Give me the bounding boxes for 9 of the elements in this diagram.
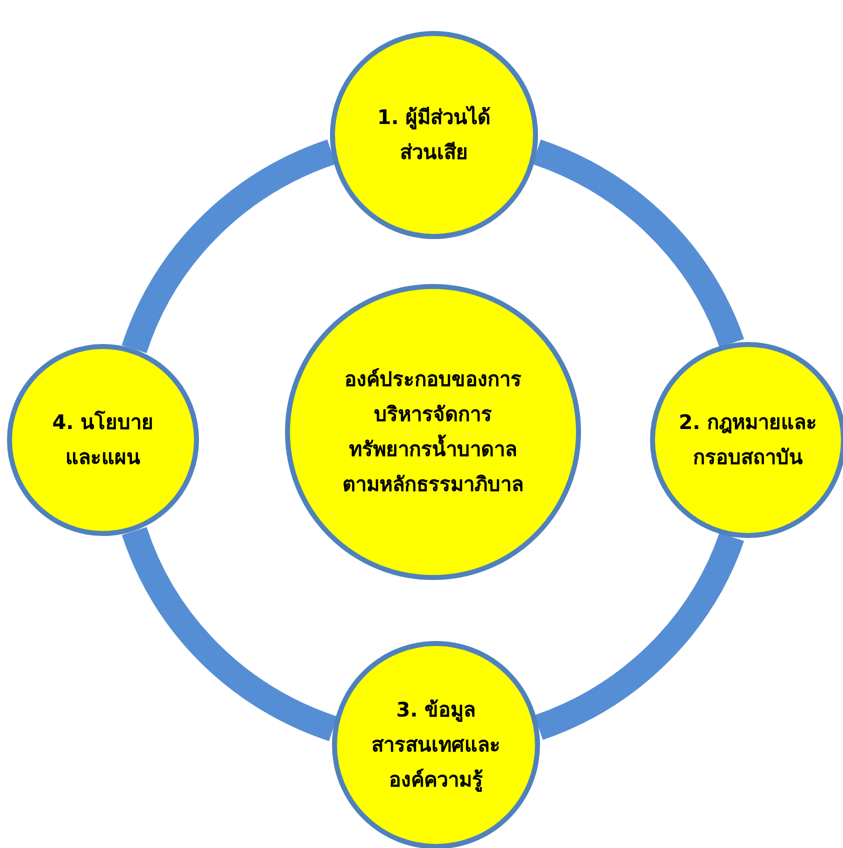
ring-arc <box>534 532 744 740</box>
node-label: องค์ประกอบของการบริหารจัดการทรัพยากรน้ำบาดาลตามหลักธรรมาภิบาล <box>342 366 524 498</box>
node-label: 4. นโยบายและแผน <box>51 409 155 471</box>
ring-arc <box>532 140 744 348</box>
node-label: 3. ข้อมูลสารสนเทศและองค์ความรู้ <box>370 696 502 794</box>
ring-arc <box>122 140 336 354</box>
ring-arc <box>122 526 338 741</box>
node-label: 1. ผู้มีส่วนได้ส่วนเสีย <box>376 104 492 166</box>
node-label: 2. กฎหมายและกรอบสถาบัน <box>678 409 818 471</box>
